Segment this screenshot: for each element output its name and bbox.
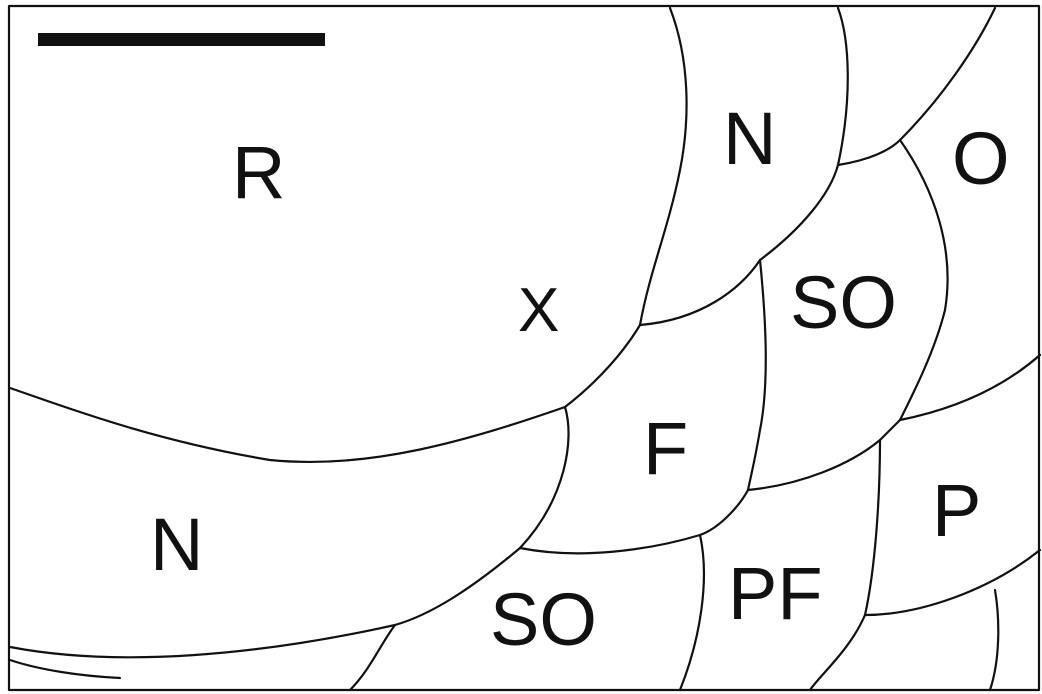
boundary-so-pf <box>678 533 705 692</box>
boundary-o-ntop <box>836 6 997 167</box>
boundary-so-f <box>746 258 767 492</box>
boundary-f-left <box>518 405 570 550</box>
boundary-o-bottom <box>898 353 1042 422</box>
boundary-r-right <box>563 6 688 409</box>
label-n-bottom: N <box>150 503 204 586</box>
boundary-r-n <box>8 386 567 464</box>
scale-bar <box>38 33 325 46</box>
label-f: F <box>643 407 689 490</box>
label-o: O <box>952 117 1010 200</box>
boundary-pf-p <box>863 438 882 617</box>
label-x: X <box>518 276 560 345</box>
boundary-p-bottom <box>863 548 1042 617</box>
label-r: R <box>232 131 286 214</box>
boundary-nbottom-bottom <box>8 623 397 659</box>
figure-frame <box>7 4 1041 692</box>
boundary-f-bottom <box>518 488 750 555</box>
boundary-nbottom-so <box>393 546 522 627</box>
boundary-ntop-right <box>836 6 849 167</box>
boundary-o-so <box>898 138 949 422</box>
boundary-bottom-left-bump <box>8 658 122 680</box>
boundary-pf-bottom <box>808 613 867 692</box>
label-n-top: N <box>723 97 777 180</box>
label-p: P <box>932 469 982 552</box>
label-so-upper: SO <box>790 261 897 344</box>
label-pf: PF <box>728 552 823 635</box>
label-so-lower: SO <box>490 578 597 661</box>
boundary-so-bottom <box>746 418 902 492</box>
boundary-lower-right <box>988 588 1000 692</box>
boundary-so-left <box>348 623 397 692</box>
